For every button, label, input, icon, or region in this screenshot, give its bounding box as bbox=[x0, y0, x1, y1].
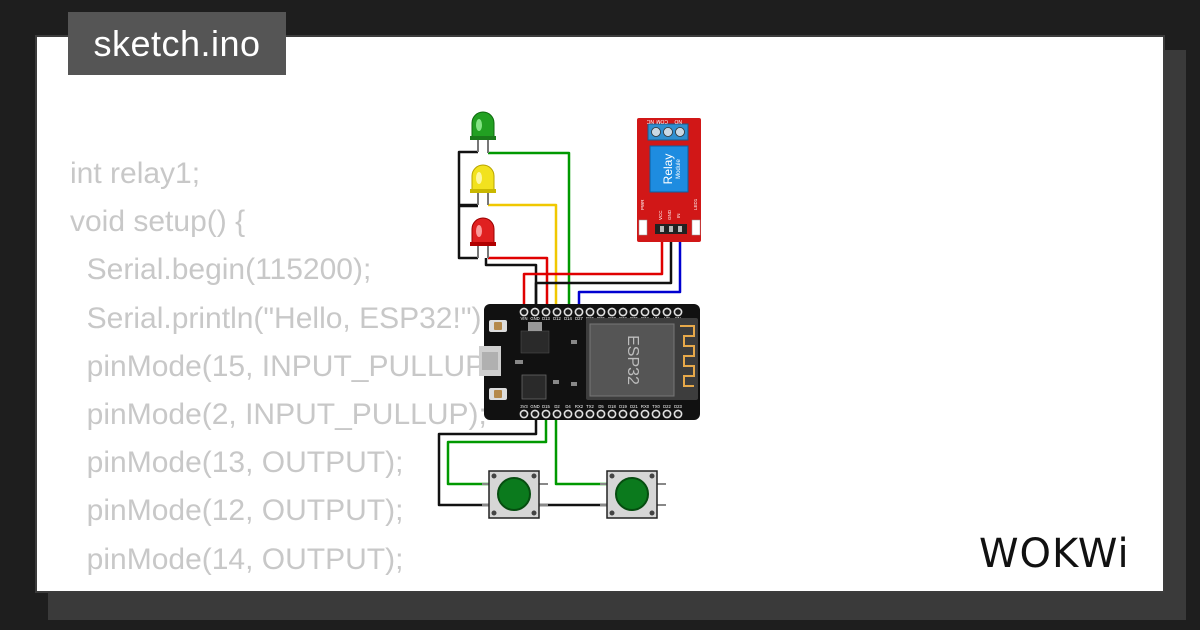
code-line: pinMode(15, INPUT_PULLUP); bbox=[70, 349, 504, 383]
esp32-bottom-pin-label: D22 bbox=[663, 404, 671, 409]
relay-led-pwr: PWR bbox=[640, 199, 645, 210]
esp32-bottom-pin bbox=[607, 409, 617, 419]
code-line: Serial.println("Hello, ESP32!"); bbox=[70, 301, 490, 335]
push-button-1 bbox=[482, 470, 548, 519]
esp32-top-pin bbox=[519, 307, 529, 317]
esp32-bottom-pin bbox=[530, 409, 540, 419]
wire-button2-signal bbox=[554, 418, 608, 486]
relay-title: Relay bbox=[661, 154, 675, 185]
esp32-top-pin bbox=[673, 307, 683, 317]
esp32-bottom-pin-label: RX2 bbox=[575, 404, 584, 409]
esp32-bottom-pin bbox=[574, 409, 584, 419]
esp32-bottom-pin-label: D18 bbox=[608, 404, 616, 409]
esp32-top-pin bbox=[541, 307, 551, 317]
esp32-top-pin bbox=[552, 307, 562, 317]
wire-green-led bbox=[488, 151, 571, 312]
esp32-bottom-pin bbox=[629, 409, 639, 419]
esp32-bottom-pin-label: D15 bbox=[542, 404, 550, 409]
esp32-top-pin bbox=[651, 307, 661, 317]
esp32-top-pin-label: VIN bbox=[521, 316, 528, 321]
code-line: Serial.begin(115200); bbox=[70, 253, 372, 287]
esp32-bottom-pin-label: D19 bbox=[619, 404, 627, 409]
esp32-top-pin bbox=[618, 307, 628, 317]
code-line: pinMode(12, OUTPUT); bbox=[70, 494, 404, 528]
wires bbox=[437, 150, 682, 507]
relay-led-led1: LED1 bbox=[693, 198, 698, 210]
relay-pin-vcc: VCC bbox=[658, 210, 663, 220]
wire-relay-gnd bbox=[534, 240, 673, 312]
wire-red-led bbox=[488, 256, 549, 312]
esp32-top-pin bbox=[640, 307, 650, 317]
wire-relay-in bbox=[577, 240, 682, 312]
esp32-bottom-pin-label: D21 bbox=[630, 404, 638, 409]
wokwi-logo: WOKWi bbox=[979, 531, 1130, 577]
esp32-top-pin-label: D12 bbox=[553, 316, 561, 321]
wire-yellow-led bbox=[488, 203, 558, 312]
esp32-bottom-pin-label: GND bbox=[530, 404, 539, 409]
wire-button1-gnd bbox=[437, 418, 538, 507]
esp32-bottom-pin-label: D5 bbox=[598, 404, 604, 409]
code-line: pinMode(2, INPUT_PULLUP); bbox=[70, 397, 487, 431]
relay-terminal-nc: NC bbox=[646, 118, 654, 124]
esp32-bottom-pin bbox=[563, 409, 573, 419]
wire-relay-vcc bbox=[522, 240, 664, 312]
esp32-top-pin bbox=[585, 307, 595, 317]
code-line: int relay1; bbox=[70, 157, 201, 190]
code-line: pinMode(27, OUTPUT); bbox=[70, 584, 504, 592]
esp32-top-pin-label: D13 bbox=[542, 316, 550, 321]
esp32-top-pin-label: D14 bbox=[564, 316, 572, 321]
code-line: pinMode(14, OUTPUT); bbox=[70, 542, 404, 576]
relay-module: NC COM NO Relay Module PWR LED1 VCC GND … bbox=[637, 118, 701, 242]
esp32-top-pin bbox=[530, 307, 540, 317]
esp32-bottom-pin bbox=[651, 409, 661, 419]
esp32-top-pin-label: D27 bbox=[575, 316, 583, 321]
esp32-bottom-pin bbox=[541, 409, 551, 419]
relay-terminal-com: COM bbox=[656, 118, 668, 124]
relay-pin-gnd: GND bbox=[667, 209, 672, 220]
esp32-top-pin bbox=[607, 307, 617, 317]
esp32-top-pin bbox=[596, 307, 606, 317]
esp32-bottom-pin bbox=[519, 409, 529, 419]
push-button-2 bbox=[600, 470, 666, 519]
esp32-bottom-pin-label: RX0 bbox=[641, 404, 650, 409]
code-preview: int relay1; void setup() { Serial.begin(1… bbox=[70, 150, 504, 592]
esp32-bottom-pin bbox=[662, 409, 672, 419]
esp32-bottom-pin bbox=[618, 409, 628, 419]
esp32-bottom-pin-label: 3V3 bbox=[520, 404, 528, 409]
esp32-bottom-pin bbox=[596, 409, 606, 419]
code-line: pinMode(13, OUTPUT); bbox=[70, 446, 404, 480]
esp32-top-pin bbox=[574, 307, 584, 317]
esp32-top-pin bbox=[629, 307, 639, 317]
wire-led-ground-2 bbox=[457, 204, 478, 260]
esp32-bottom-pin bbox=[673, 409, 683, 419]
esp32-board: VINGNDD13D12D14D27D26D25D33D32D35D34VNVP… bbox=[479, 304, 700, 420]
esp32-top-pin bbox=[563, 307, 573, 317]
wire-button1-signal bbox=[446, 418, 548, 486]
led-green bbox=[470, 111, 496, 153]
relay-terminal-no: NO bbox=[674, 118, 682, 124]
esp32-bottom-pin-label: D23 bbox=[674, 404, 682, 409]
esp32-bottom-pin bbox=[552, 409, 562, 419]
esp32-bottom-pin bbox=[640, 409, 650, 419]
relay-pin-in: IN bbox=[676, 214, 681, 219]
esp32-top-pin-label: GND bbox=[530, 316, 539, 321]
relay-subtitle: Module bbox=[676, 159, 682, 179]
esp32-bottom-pin-label: TX2 bbox=[586, 404, 594, 409]
esp32-bottom-pin-label: D2 bbox=[554, 404, 560, 409]
code-line: void setup() { bbox=[70, 205, 246, 239]
wire-led-ground-3 bbox=[484, 258, 538, 312]
esp32-bottom-pin-label: D4 bbox=[565, 404, 571, 409]
wokwi-logo-text: WOKWi bbox=[979, 531, 1130, 577]
led-yellow bbox=[470, 164, 496, 205]
esp32-top-pin bbox=[662, 307, 672, 317]
esp32-chip-label: ESP32 bbox=[624, 335, 641, 385]
esp32-bottom-pin-label: TX0 bbox=[652, 404, 660, 409]
file-name-tab: sketch.ino bbox=[68, 12, 286, 75]
led-red bbox=[470, 217, 496, 258]
esp32-bottom-pin bbox=[585, 409, 595, 419]
